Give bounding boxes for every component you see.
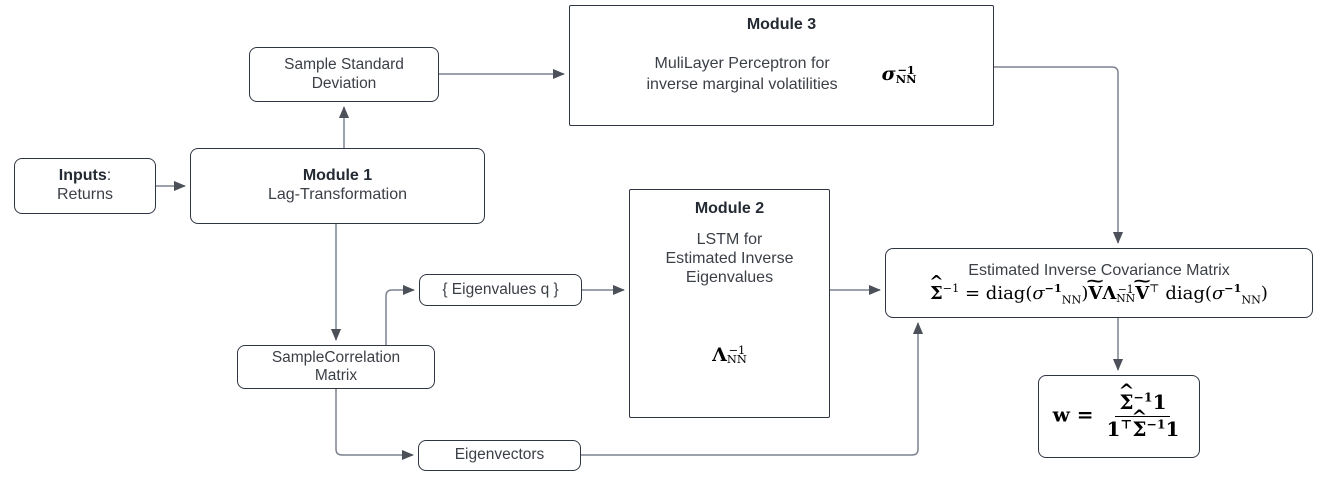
node-sample-correlation-matrix: SampleCorrelation Matrix bbox=[237, 345, 435, 389]
covariance-lambda: Λ bbox=[1102, 282, 1117, 304]
module-2-lambda-symbol: Λ −1 NN bbox=[712, 344, 747, 366]
covariance-v-2: V bbox=[1135, 283, 1149, 304]
module-3-sigma-base: σ bbox=[881, 63, 896, 86]
edge-sample-corr-to-eigenvectors bbox=[335, 389, 414, 461]
covariance-close-1: ) bbox=[1081, 282, 1089, 304]
module-3-body-line2: inverse marginal volatilities bbox=[646, 76, 838, 94]
sample-corr-line2: Matrix bbox=[314, 367, 358, 384]
covariance-diag-2: diag( bbox=[1165, 282, 1212, 304]
inputs-label-line2: Returns bbox=[56, 186, 114, 203]
weights-equals: = bbox=[1076, 403, 1094, 427]
weights-fraction: Σ−11 1⊤Σ−11 bbox=[1103, 391, 1184, 441]
eigenvalues-label: { Eigenvalues q } bbox=[442, 280, 559, 298]
inputs-label-colon: : bbox=[106, 167, 112, 185]
module-3-body-line1: MuliLayer Perceptron for bbox=[654, 54, 830, 72]
weights-den-transpose: ⊤ bbox=[1120, 416, 1133, 432]
weights-num-sup: −1 bbox=[1133, 389, 1153, 405]
node-portfolio-weights: w = Σ−11 1⊤Σ−11 bbox=[1038, 375, 1200, 458]
edge-sample-corr-to-eigenvalues bbox=[385, 284, 415, 345]
weights-den-sup: −1 bbox=[1146, 416, 1166, 432]
module-3-body: MuliLayer Perceptron for inverse margina… bbox=[646, 53, 837, 96]
module-2-lambda-sub: NN bbox=[726, 352, 747, 367]
inputs-label-line1: Inputs: bbox=[59, 167, 111, 186]
weights-w: w bbox=[1052, 403, 1070, 427]
module-2-body-line2: Estimated Inverse bbox=[665, 249, 794, 267]
node-eigenvalues: { Eigenvalues q } bbox=[419, 274, 582, 306]
module-2-body-line1: LSTM for bbox=[696, 230, 763, 248]
module-2-lambda-sup: −1 bbox=[728, 343, 746, 358]
covariance-equals: = bbox=[964, 282, 981, 304]
node-estimated-inverse-covariance-matrix: Estimated Inverse Covariance Matrix Σ−1 … bbox=[885, 248, 1313, 318]
module-2-lambda-base: Λ bbox=[712, 343, 727, 366]
covariance-sigma-sub-1: NN bbox=[1061, 293, 1082, 307]
covariance-lambda-sup: −1 bbox=[1117, 282, 1134, 296]
weights-num-sigma: Σ bbox=[1119, 391, 1133, 415]
covariance-lambda-sub: NN bbox=[1116, 291, 1136, 305]
weights-num-one: 1 bbox=[1152, 390, 1167, 415]
sample-corr-line1: SampleCorrelation bbox=[271, 348, 401, 366]
covariance-sigma-sub-2: NN bbox=[1241, 293, 1261, 307]
covariance-sigma-sup-2: −1 bbox=[1224, 281, 1242, 295]
covariance-close-2: ) bbox=[1260, 282, 1268, 304]
module-2-title: Module 2 bbox=[694, 200, 765, 217]
node-sample-standard-deviation: Sample Standard Deviation bbox=[249, 47, 439, 102]
module-2-body-line3: Eigenvalues bbox=[685, 268, 774, 286]
covariance-lhs-sigma: Σ bbox=[930, 283, 943, 304]
weights-den-one: 1 bbox=[1106, 417, 1121, 441]
module-1-body: Lag-Transformation bbox=[267, 186, 408, 203]
node-module-1: Module 1 Lag-Transformation bbox=[190, 148, 485, 224]
weights-formula: w = Σ−11 1⊤Σ−11 bbox=[1053, 391, 1186, 441]
inputs-label-bold: Inputs bbox=[58, 167, 107, 185]
sample-std-line1: Sample Standard bbox=[284, 56, 404, 74]
covariance-formula: Σ−1 = diag(σ−1NN)VΛ −1 NN V⊤ diag(σ−1NN) bbox=[930, 281, 1268, 307]
module-1-title: Module 1 bbox=[302, 167, 373, 185]
node-inputs: Inputs: Returns bbox=[14, 158, 156, 214]
covariance-lhs-sup: −1 bbox=[942, 281, 960, 295]
node-module-2: Module 2 LSTM for Estimated Inverse Eige… bbox=[629, 189, 830, 418]
module-2-body: LSTM for Estimated Inverse Eigenvalues bbox=[665, 231, 793, 288]
module-3-sigma-symbol: σ −1 NN bbox=[882, 63, 917, 85]
sample-std-line2: Deviation bbox=[311, 74, 377, 92]
weights-den-sigma: Σ bbox=[1132, 417, 1146, 442]
module-3-sigma-sup: −1 bbox=[897, 62, 915, 77]
node-module-3: Module 3 MuliLayer Perceptron for invers… bbox=[569, 5, 994, 126]
covariance-v-transpose: ⊤ bbox=[1149, 281, 1160, 295]
edge-module3-to-covariance bbox=[994, 66, 1124, 244]
weights-denominator: 1⊤Σ−11 bbox=[1103, 417, 1184, 442]
covariance-sigma-1: σ bbox=[1032, 282, 1045, 304]
eigenvectors-label: Eigenvectors bbox=[454, 446, 545, 464]
weights-den-one-2: 1 bbox=[1165, 417, 1180, 441]
covariance-diag-1: diag( bbox=[985, 282, 1033, 304]
covariance-v-1: V bbox=[1088, 283, 1102, 304]
module-3-sigma-sub: NN bbox=[895, 72, 917, 87]
node-eigenvectors: Eigenvectors bbox=[418, 440, 581, 471]
covariance-sigma-sup-1: −1 bbox=[1044, 281, 1062, 295]
module-3-title: Module 3 bbox=[746, 16, 817, 33]
covariance-sigma-2: σ bbox=[1211, 282, 1225, 304]
